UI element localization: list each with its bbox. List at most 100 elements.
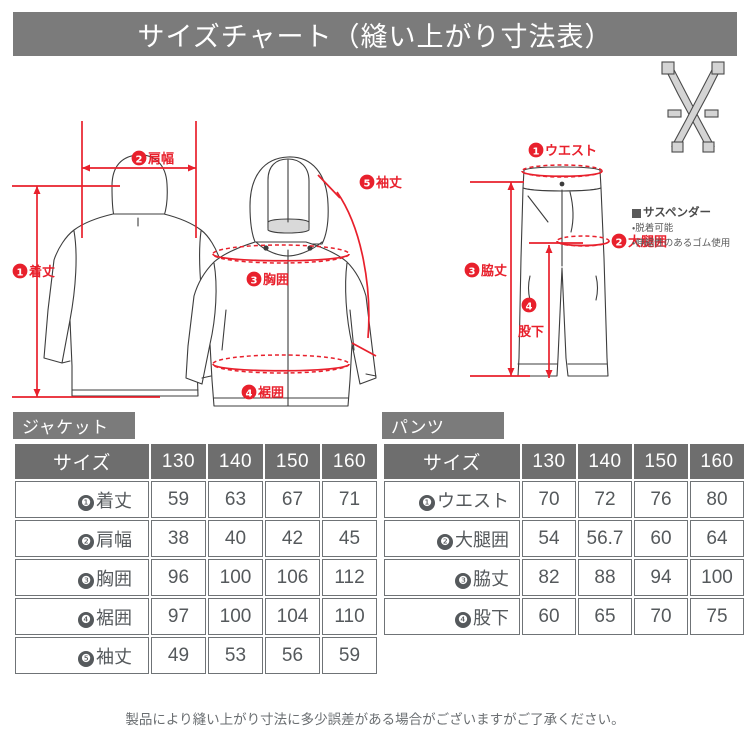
- bullet-1-icon: ❶: [419, 494, 435, 511]
- jacket-cell-2-0: 96: [151, 559, 206, 596]
- footer-note: 製品により縫い上がり寸法に多少誤差がある場合がございますがご了承ください。: [125, 712, 625, 727]
- page-title: サイズチャート（縫い上がり寸法表）: [137, 21, 613, 52]
- pants-cell-3-1: 65: [578, 598, 632, 635]
- pants-cell-0-1: 72: [578, 481, 632, 518]
- pants-category-tab: パンツ: [382, 412, 504, 439]
- jacket-cell-0-3: 71: [322, 481, 377, 518]
- pants-size-160: 160: [690, 444, 744, 479]
- jacket-cell-4-3: 59: [322, 637, 377, 674]
- jacket-cell-2-3: 112: [322, 559, 377, 596]
- jacket-size-150: 150: [265, 444, 320, 479]
- label-hem: 裾囲: [257, 386, 284, 401]
- pants-header-row: サイズ 130 140 150 160: [384, 444, 744, 479]
- jacket-cell-0-1: 63: [208, 481, 263, 518]
- square-bullet-icon: [632, 209, 641, 219]
- pants-table-block: パンツ サイズ 130 140 150 160: [382, 412, 744, 637]
- pants-cell-2-1: 88: [578, 559, 632, 596]
- suspender-bullet-1: ・脱着可能: [632, 223, 674, 235]
- jacket-cell-3-3: 110: [322, 598, 377, 635]
- pants-cell-2-2: 94: [634, 559, 688, 596]
- jacket-cell-1-2: 42: [265, 520, 320, 557]
- pants-cell-2-3: 100: [690, 559, 744, 596]
- pants-cell-1-2: 60: [634, 520, 688, 557]
- jacket-header-row: サイズ 130 140 150 160: [15, 444, 377, 479]
- jacket-cell-1-0: 38: [151, 520, 206, 557]
- measure-sleeve-length: 5 袖丈: [317, 174, 402, 357]
- measure-outseam: 3 脇丈: [464, 181, 530, 377]
- label-sleeve-length: 袖丈: [375, 175, 402, 191]
- pants-row-text-2: 脇丈: [473, 568, 509, 589]
- measure-chest: 3 胸囲: [212, 244, 350, 288]
- illustration-area: .ol{fill:#ffffff;stroke:#3d3d3d;stroke-w…: [0, 58, 750, 410]
- jacket-row-text-4: 袖丈: [96, 646, 132, 667]
- pants-size-header: サイズ: [384, 444, 520, 479]
- pants-illustration: [517, 166, 609, 377]
- jacket-row-text-1: 肩幅: [96, 529, 132, 550]
- pants-row-text-1: 大腿囲: [455, 529, 509, 550]
- garment-diagram: .ol{fill:#ffffff;stroke:#3d3d3d;stroke-w…: [12, 61, 725, 407]
- label-chest: 胸囲: [263, 272, 289, 288]
- label-waist: ウエスト: [545, 144, 597, 159]
- size-tables: ジャケット サイズ 130 140 150 160: [0, 412, 750, 702]
- jacket-cell-0-0: 59: [151, 481, 206, 518]
- pants-cell-1-0: 54: [522, 520, 576, 557]
- jacket-cell-1-1: 40: [208, 520, 263, 557]
- suspender-bullet-2: ・伸縮性のあるゴム使用: [632, 237, 731, 249]
- pants-cell-3-2: 70: [634, 598, 688, 635]
- jacket-size-160: 160: [322, 444, 377, 479]
- jacket-category-label: ジャケット: [22, 418, 109, 437]
- bullet-5-icon: ❺: [78, 650, 94, 667]
- pants-cell-0-3: 80: [690, 481, 744, 518]
- measure-thigh: 2 大腿囲: [529, 233, 667, 250]
- pants-size-130: 130: [522, 444, 576, 479]
- jacket-cell-0-2: 67: [265, 481, 320, 518]
- label-shoulder-width: 肩幅: [148, 151, 174, 167]
- pants-size-150: 150: [634, 444, 688, 479]
- bullet-1-icon: ❶: [78, 494, 94, 511]
- measure-hem: 4 裾囲: [212, 354, 350, 401]
- jacket-row-text-0: 着丈: [96, 490, 132, 511]
- jacket-table-block: ジャケット サイズ 130 140 150 160: [13, 412, 377, 676]
- jacket-row-text-3: 裾囲: [96, 607, 132, 628]
- svg-text:1: 1: [17, 268, 24, 279]
- pants-row-text-3: 股下: [473, 607, 509, 628]
- measure-inseam: 4 股下: [518, 245, 553, 378]
- label-body-length: 着丈: [29, 264, 55, 280]
- jacket-back-illustration: [43, 154, 232, 397]
- pants-category-label: パンツ: [391, 418, 445, 437]
- label-thigh: 大腿囲: [628, 234, 667, 250]
- suspender-heading-text: サスペンダー: [643, 207, 711, 219]
- jacket-cell-3-1: 100: [208, 598, 263, 635]
- svg-text:5: 5: [364, 179, 371, 190]
- suspender-note: サスペンダー ・脱着可能 ・伸縮性のあるゴム使用: [632, 206, 750, 250]
- bullet-3-icon: ❸: [455, 572, 471, 589]
- jacket-cell-4-2: 56: [265, 637, 320, 674]
- jacket-size-header: サイズ: [15, 444, 149, 479]
- svg-text:2: 2: [616, 238, 623, 249]
- jacket-cell-3-0: 97: [151, 598, 206, 635]
- pants-size-140: 140: [578, 444, 632, 479]
- suspender-illustration: [661, 61, 725, 153]
- suspender-note-heading: サスペンダー: [632, 206, 750, 221]
- pants-row-text-0: ウエスト: [437, 490, 509, 511]
- pants-cell-3-0: 60: [522, 598, 576, 635]
- svg-text:3: 3: [251, 276, 258, 287]
- pants-cell-1-1: 56.7: [578, 520, 632, 557]
- label-outseam: 脇丈: [481, 263, 507, 279]
- measure-body-length: 1 着丈: [12, 185, 160, 398]
